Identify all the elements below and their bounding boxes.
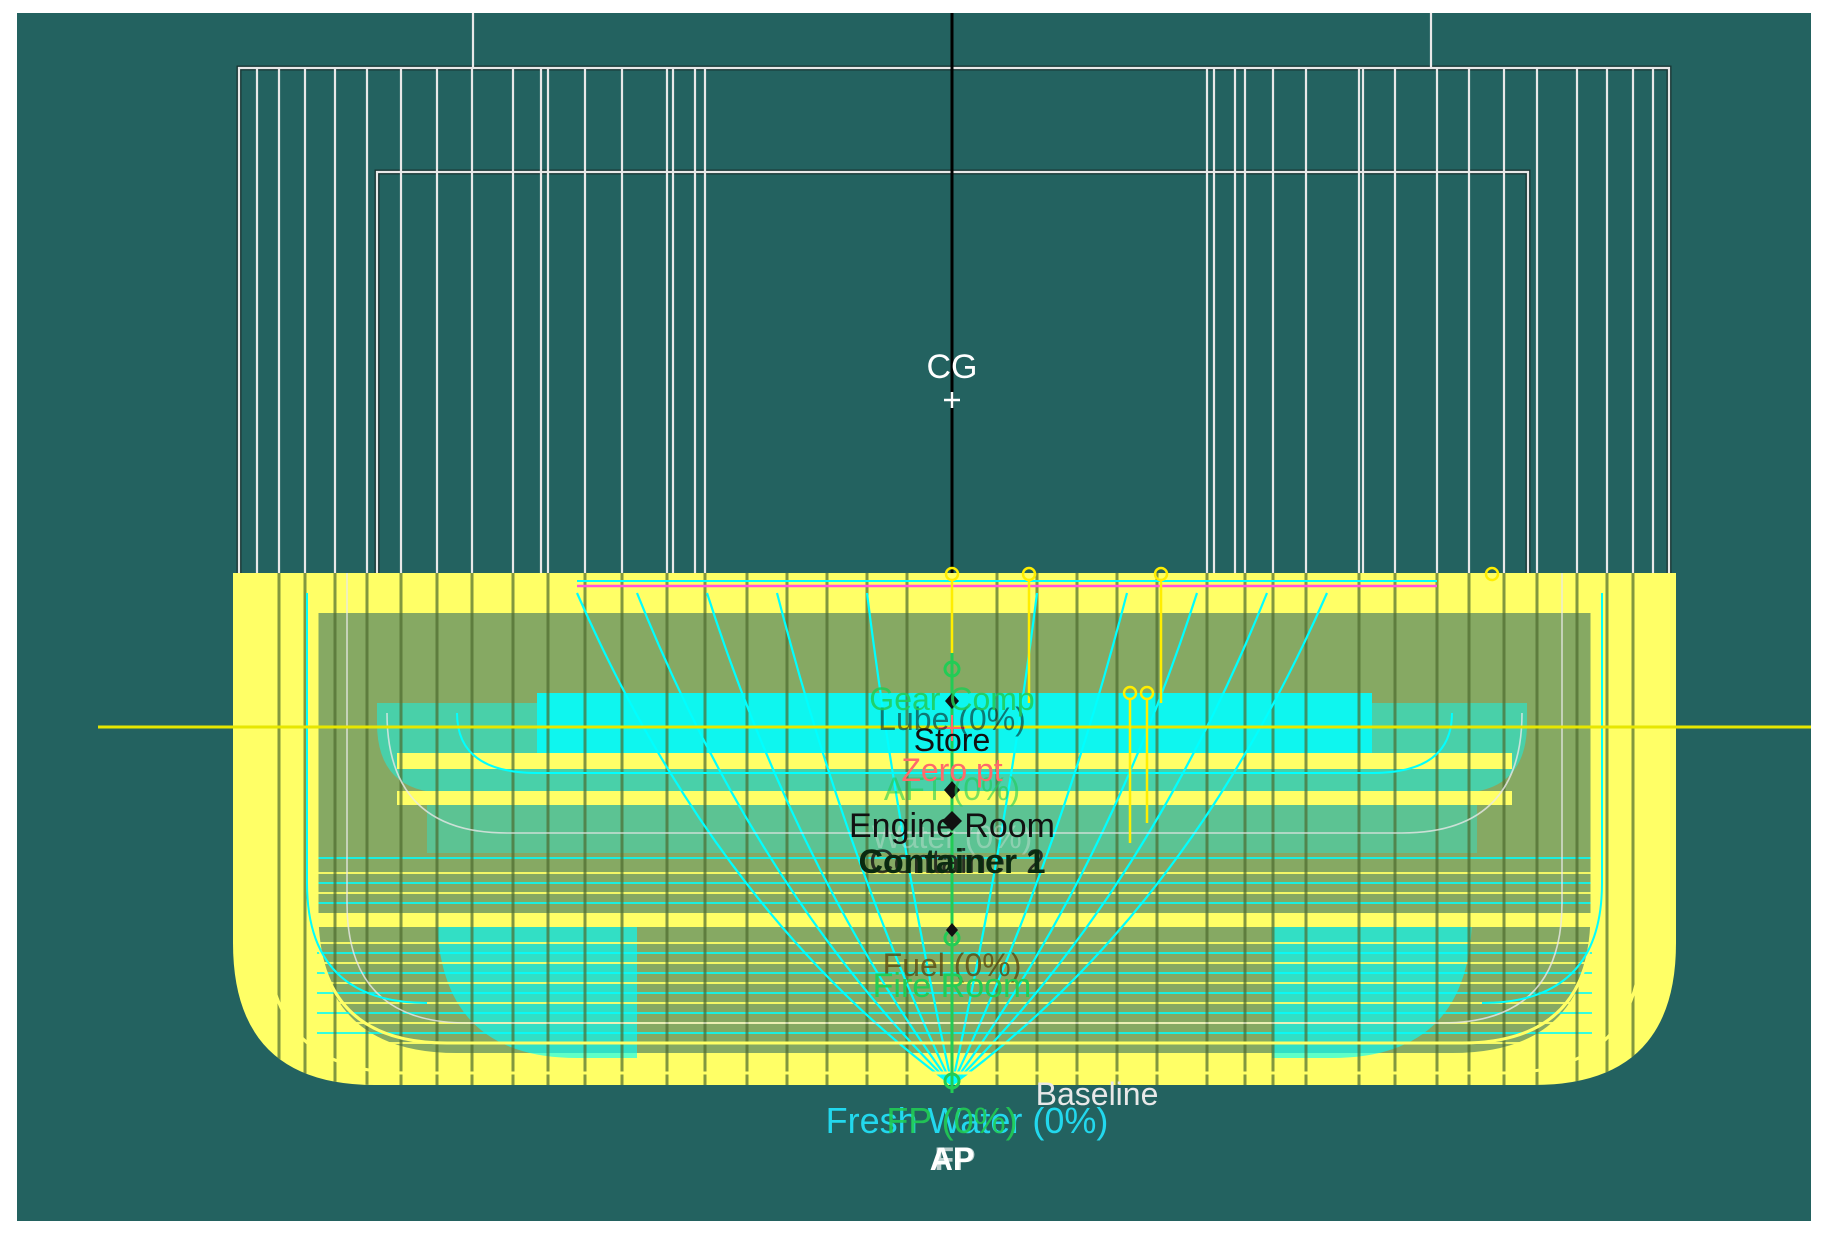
fuel-label: Fuel (0%)	[882, 947, 1022, 983]
engine-room-label: Engine Room	[848, 807, 1056, 845]
gear-comp-label: Gear Comp	[869, 681, 1035, 717]
hull-body	[233, 573, 1676, 1085]
fresh-water-label: Fresh Water (0%)	[825, 1100, 1109, 1141]
aft-label: AFT (0%)	[883, 771, 1021, 807]
cg-label: CG	[926, 348, 978, 386]
superstructure	[236, 65, 1672, 573]
baseline-label: Baseline	[1035, 1076, 1159, 1112]
zero-pt-label: Zero pt	[901, 752, 1003, 788]
cg-marker	[944, 392, 960, 408]
container-2-label: Container 2	[869, 843, 1045, 881]
container-1-label: Container 1	[858, 843, 1046, 881]
hull-drawing	[98, 13, 1811, 1093]
store-label: Store	[913, 722, 991, 758]
lube-label: Lube (0%)	[878, 701, 1026, 737]
ap-label: AP	[929, 1141, 975, 1177]
fp-label: FP	[934, 1141, 976, 1177]
fp-percent-label: FP (0%)	[886, 1100, 1018, 1141]
water-label: Water (0%)	[871, 819, 1033, 855]
hull-section-viewport[interactable]: CG Lube (0%) Gear Comp Store AFT (0%) Ze…	[17, 13, 1811, 1221]
fire-room-label: Fire Room	[872, 967, 1032, 1005]
